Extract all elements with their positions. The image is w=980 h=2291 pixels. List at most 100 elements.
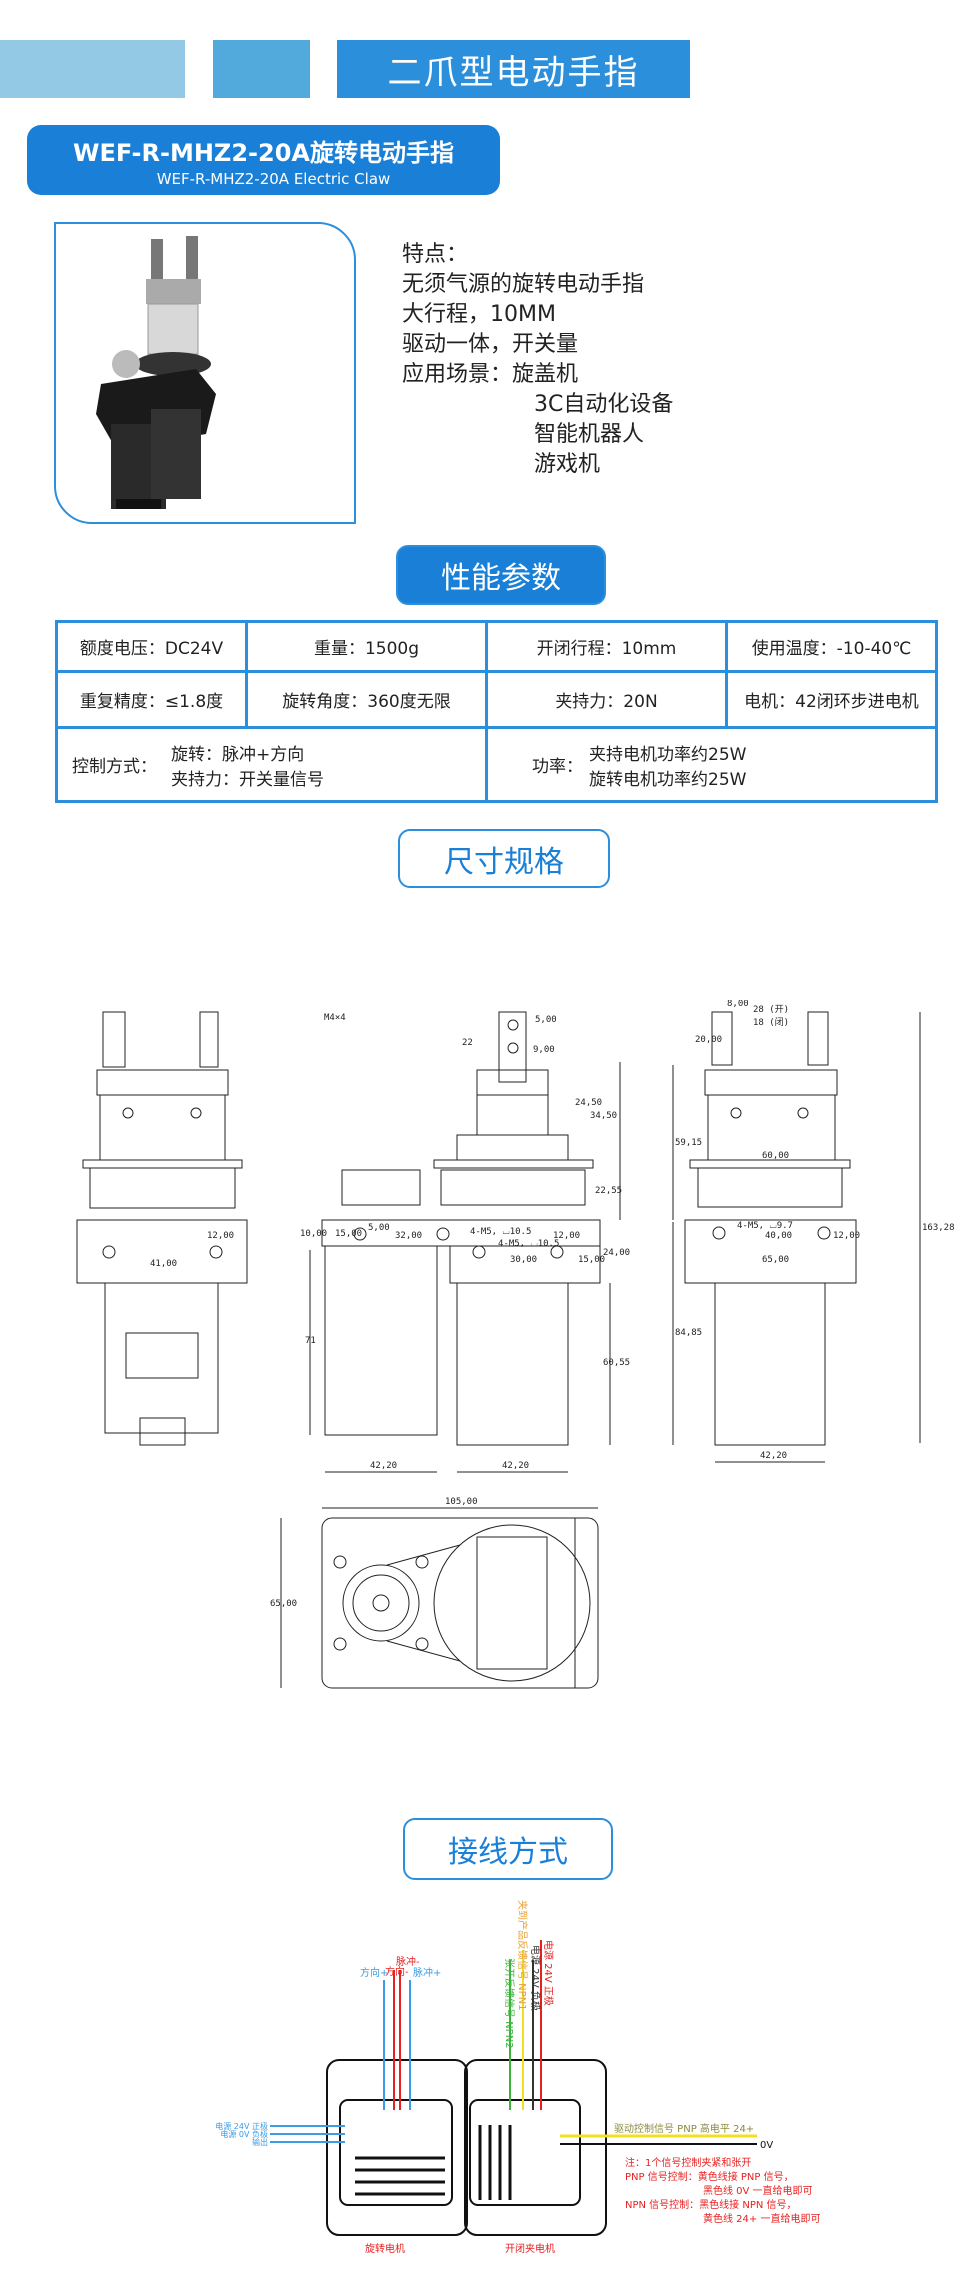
table-row: 控制方式： 旋转：脉冲+方向夹持力：开关量信号 功率： 夹持电机功率约25W 旋转… xyxy=(55,726,938,803)
clamp-motor-label: 开闭夹电机 xyxy=(505,2242,555,2255)
dim-label: 163,28 xyxy=(922,1223,955,1233)
dim-label: 42,20 xyxy=(502,1461,529,1471)
dim-label: 8,00 xyxy=(727,1000,749,1009)
dim-label: 60,55 xyxy=(603,1358,630,1368)
power-line: 旋转电机功率约25W xyxy=(589,769,747,790)
dim-label: 12,00 xyxy=(207,1231,234,1241)
dim-label: 5,00 xyxy=(535,1015,557,1025)
product-photo xyxy=(96,236,216,509)
features-list: 特点： 无须气源的旋转电动手指 大行程，10MM 驱动一体，开关量 应用场景：旋… xyxy=(402,240,673,480)
dim-label: 9,00 xyxy=(533,1045,555,1055)
dim-label: 24,00 xyxy=(603,1248,630,1258)
wire-label: 电源 24V 正极 xyxy=(215,2121,268,2131)
dim-label: 28 (开) xyxy=(753,1004,789,1015)
spec-cell: 重复精度：≤1.8度 xyxy=(55,670,248,729)
wire-label: 输出 xyxy=(252,2137,268,2147)
feature-item: 无须气源的旋转电动手指 xyxy=(402,272,645,297)
dim-label: 12,00 xyxy=(833,1231,860,1241)
dim-label: 10,00 xyxy=(300,1229,327,1239)
dim-label: 30,00 xyxy=(510,1255,537,1265)
feature-item: 大行程，10MM xyxy=(402,302,556,327)
spec-table: 额度电压：DC24V 重量：1500g 开闭行程：10mm 使用温度：-10-4… xyxy=(55,620,938,803)
spec-cell: 旋转角度：360度无限 xyxy=(245,670,488,729)
feature-item: 驱动一体，开关量 xyxy=(402,332,579,357)
bottom-view: 105,00 65,00 xyxy=(270,1497,599,1689)
dim-label: 15,00 xyxy=(335,1229,362,1239)
dim-label: 84,85 xyxy=(675,1328,702,1338)
front-view-middle: M4×4 5,00 9,00 22 24,50 34,50 22,55 10,0… xyxy=(300,1011,630,1473)
power-label: 功率： xyxy=(532,757,583,777)
section-dimensions: 尺寸规格 xyxy=(398,829,610,888)
drive-signal-label: 驱动控制信号 PNP 高电平 24+ xyxy=(614,2122,754,2135)
wire-label: 张开反馈信号 NPN2 xyxy=(503,1958,516,2049)
dim-label: 42,20 xyxy=(370,1461,397,1471)
dim-label: 4-M5, ⌴10.5 xyxy=(470,1227,531,1237)
banner-decor-light xyxy=(0,40,185,98)
dim-label: 5,00 xyxy=(368,1223,390,1233)
wire-label: 脉冲+ xyxy=(413,1966,441,1979)
page-title: 二爪型电动手指 xyxy=(337,40,690,98)
app-item: 游戏机 xyxy=(534,452,601,477)
section-performance: 性能参数 xyxy=(396,545,606,605)
wire-label: 夹到产品反馈信号 NPN1 xyxy=(516,1900,529,2011)
features-heading: 特点： xyxy=(402,242,469,267)
dim-label: 4-M5, ⌴10.5 xyxy=(498,1239,559,1249)
dim-label: 41,00 xyxy=(150,1259,177,1269)
apps-label: 应用场景： xyxy=(402,362,513,387)
spec-cell: 额度电压：DC24V xyxy=(55,620,248,673)
control-line: 夹持力：开关量信号 xyxy=(171,769,324,790)
product-title-en: WEF-R-MHZ2-20A Electric Claw xyxy=(156,170,391,188)
dim-label: 32,00 xyxy=(395,1231,422,1241)
control-label: 控制方式： xyxy=(72,757,157,777)
app-item: 3C自动化设备 xyxy=(534,392,674,417)
dim-label: 18 (闭) xyxy=(753,1016,789,1028)
zero-v-label: 0V xyxy=(760,2140,773,2151)
spec-cell: 开闭行程：10mm xyxy=(485,620,728,673)
rotation-motor-label: 旋转电机 xyxy=(365,2242,405,2255)
wire-label: 电源 24V 正极 xyxy=(542,1940,555,2006)
dim-label: 24,50 xyxy=(575,1098,602,1108)
product-image-frame xyxy=(54,222,356,524)
dim-label: M4×4 xyxy=(324,1013,346,1023)
side-view-right: 8,00 28 (开) 18 (闭) 20,00 59,15 60,00 4-M… xyxy=(672,1000,955,1463)
dim-label: 59,15 xyxy=(675,1138,702,1148)
spec-cell: 重量：1500g xyxy=(245,620,488,673)
control-line: 旋转：脉冲+方向 xyxy=(171,744,305,765)
dim-label: 22 xyxy=(462,1038,473,1048)
spec-cell-control: 控制方式： 旋转：脉冲+方向夹持力：开关量信号 xyxy=(55,726,488,803)
dim-label: 42,20 xyxy=(760,1451,787,1461)
banner-decor-mid xyxy=(213,40,310,98)
dim-label: 20,00 xyxy=(695,1035,722,1045)
power-line: 夹持电机功率约25W xyxy=(589,744,747,765)
note-line: 注：1个信号控制夹紧和张开 xyxy=(625,2156,751,2169)
table-row: 额度电压：DC24V 重量：1500g 开闭行程：10mm 使用温度：-10-4… xyxy=(55,620,938,673)
note-line: NPN 信号控制：黑色线接 NPN 信号， xyxy=(625,2198,797,2211)
dim-label: 4-M5, ⌴9.7 xyxy=(737,1221,793,1231)
note-line: 黄色线 24+ 一直给电即可 xyxy=(703,2212,820,2225)
dim-label: 65,00 xyxy=(270,1599,297,1609)
dim-label: 12,00 xyxy=(553,1231,580,1241)
wire-label: 电源 0V 负极 xyxy=(220,2129,268,2139)
front-view-left: 41,00 12,00 xyxy=(76,1011,248,1446)
wiring-diagram: 方向- 脉冲- 方向+ 脉冲+ 张开反馈信号 NPN2 夹到产品反馈信号 NPN… xyxy=(215,1900,820,2255)
dim-label: 40,00 xyxy=(765,1231,792,1241)
product-title-box: WEF-R-MHZ2-20A旋转电动手指 WEF-R-MHZ2-20A Elec… xyxy=(27,125,500,195)
wire-label: 方向+ xyxy=(360,1966,388,1979)
wire-label: 方向- xyxy=(385,1965,409,1978)
spec-cell: 使用温度：-10-40℃ xyxy=(725,620,938,673)
spec-cell: 电机：42闭环步进电机 xyxy=(725,670,938,729)
dim-label: 15,00 xyxy=(578,1255,605,1265)
product-title-cn: WEF-R-MHZ2-20A旋转电动手指 xyxy=(73,139,454,167)
note-line: PNP 信号控制：黄色线接 PNP 信号， xyxy=(625,2170,794,2183)
table-row: 重复精度：≤1.8度 旋转角度：360度无限 夹持力：20N 电机：42闭环步进… xyxy=(55,670,938,729)
spec-cell: 夹持力：20N xyxy=(485,670,728,729)
app-item: 智能机器人 xyxy=(534,422,645,447)
dim-label: 60,00 xyxy=(762,1151,789,1161)
app-item: 旋盖机 xyxy=(512,362,579,387)
dim-label: 105,00 xyxy=(445,1497,478,1507)
section-wiring: 接线方式 xyxy=(403,1818,613,1880)
dimension-drawings: 41,00 12,00 M4×4 5,00 9,00 22 24,50 34,5… xyxy=(76,1000,955,1689)
wire-label: 电源 24V 负极 xyxy=(529,1945,542,2011)
spec-cell-power: 功率： 夹持电机功率约25W 旋转电机功率约25W xyxy=(485,726,938,803)
note-line: 黑色线 0V 一直给电即可 xyxy=(703,2184,813,2197)
